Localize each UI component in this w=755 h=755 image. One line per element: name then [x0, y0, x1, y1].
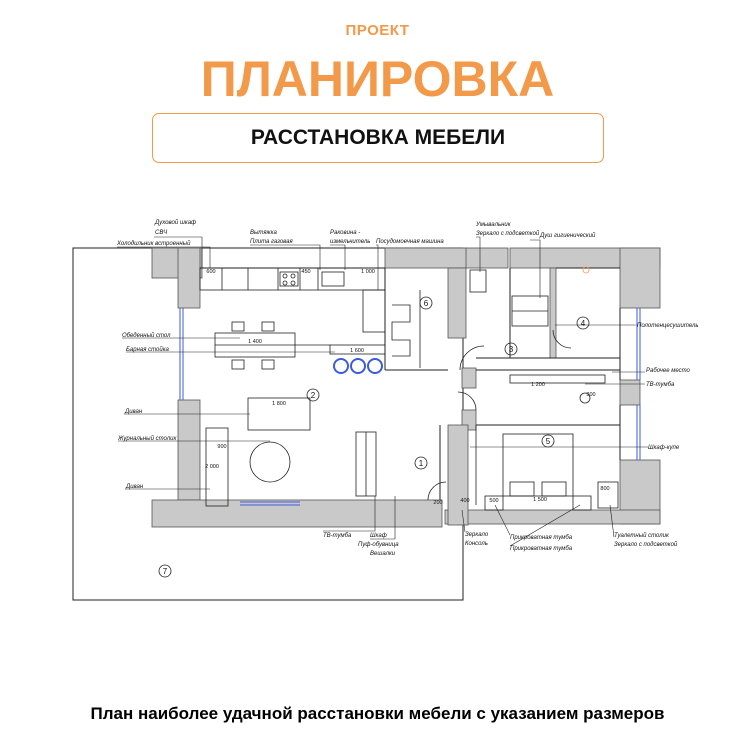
bar-counter: [329, 344, 386, 355]
label-bar-counter: Барная стойка: [126, 346, 170, 353]
label-oven: Духовой шкаф: [154, 219, 196, 226]
label-stove: Плита газовая: [250, 239, 293, 245]
dim-1000: 1 000: [361, 269, 375, 275]
label-tv-stand-right: ТВ-тумба: [646, 382, 675, 388]
label-hangers: Вешалки: [370, 551, 396, 557]
label-hood: Вытяжка: [250, 230, 278, 236]
label-coffee-table: Журнальный столик: [117, 435, 177, 442]
dim-1400: 1 400: [248, 339, 262, 345]
room-number-6: 6: [424, 299, 429, 308]
label-shower: Душ гигиенический: [539, 232, 596, 239]
bar-stools: [333, 358, 383, 374]
living-furniture: [205, 397, 377, 507]
room-number-2: 2: [311, 391, 316, 400]
dim-1600: 1 600: [350, 348, 364, 354]
label-sofa-2: Диван: [125, 484, 144, 490]
label-wardrobe: Шкаф-купе: [648, 445, 680, 451]
label-pouf: Пуф-обувница: [358, 542, 399, 548]
label-workplace: Рабочее место: [646, 368, 691, 374]
dim-300: 300: [586, 392, 595, 398]
dim-200: 200: [433, 500, 442, 506]
label-vanity: Туалетный столик: [614, 532, 670, 539]
page-title: ПЛАНИРОВКА: [200, 51, 555, 107]
dim-500: 500: [489, 498, 498, 504]
dim-900: 900: [217, 444, 226, 450]
room-number-1: 1: [419, 459, 424, 468]
dim-400: 400: [460, 498, 469, 504]
label-dishwasher: Посудомоечная машина: [376, 239, 444, 245]
subtitle-box: РАССТАНОВКА МЕБЕЛИ: [152, 113, 604, 163]
room-number-3: 3: [509, 345, 514, 354]
label-microwave: СВЧ: [155, 230, 168, 236]
label-fridge: Холодильник встроенный: [116, 240, 191, 247]
room-numbers: [158, 296, 590, 578]
room-number-4: 4: [581, 319, 586, 328]
label-sofa-1: Диван: [124, 409, 143, 415]
label-washbasin: Умывальник: [475, 222, 512, 228]
header-kicker: ПРОЕКТ: [345, 22, 410, 39]
stairs: [391, 290, 421, 368]
dim-450: 450: [301, 269, 310, 275]
interior-lines: [200, 267, 621, 500]
subtitle-text: РАССТАНОВКА МЕБЕЛИ: [250, 126, 506, 149]
dim-600: 600: [206, 269, 215, 275]
terrace-outline: [72, 247, 464, 601]
windows: [179, 308, 641, 506]
kitchen-counter: [199, 267, 386, 333]
label-dining-table: Обеденный стол: [122, 332, 171, 339]
label-console-mirror: Зеркало: [465, 532, 489, 538]
doors: [427, 329, 572, 501]
bedroom-furniture: [475, 374, 619, 511]
label-closet: Шкаф: [370, 533, 387, 539]
dim-1500: 1 500: [533, 497, 547, 503]
label-sink-2: измельчитель: [330, 239, 370, 245]
label-console: Консоль: [465, 541, 488, 547]
label-mirror: Зеркало с подсветкой: [476, 230, 540, 237]
label-sink: Раковина -: [330, 230, 360, 236]
label-tv-stand-bottom: ТВ-тумба: [323, 533, 352, 539]
label-towel-dryer: Полотенцесушитель: [637, 323, 699, 329]
leader-lines: [117, 236, 648, 547]
dim-800: 800: [600, 486, 609, 492]
floor-plan: 1 2 3 4 5 6 7 600 1 400 1 600 1 800 2 00…: [72, 219, 699, 601]
room-number-5: 5: [546, 437, 551, 446]
walls: [151, 247, 661, 528]
caption: План наиболее удачной расстановки мебели…: [90, 704, 665, 723]
dim-1800: 1 800: [272, 401, 286, 407]
dim-2000: 2 000: [205, 464, 219, 470]
label-nightstand-2: Прикроватная тумба: [510, 546, 573, 552]
dining-table: [214, 321, 330, 370]
dim-1200: 1 200: [531, 382, 545, 388]
bathroom-fixtures: [469, 266, 590, 327]
label-nightstand-1: Прикроватная тумба: [510, 535, 573, 541]
room-number-7: 7: [163, 567, 168, 576]
label-vanity-mirror: Зеркало с подсветкой: [614, 541, 678, 548]
